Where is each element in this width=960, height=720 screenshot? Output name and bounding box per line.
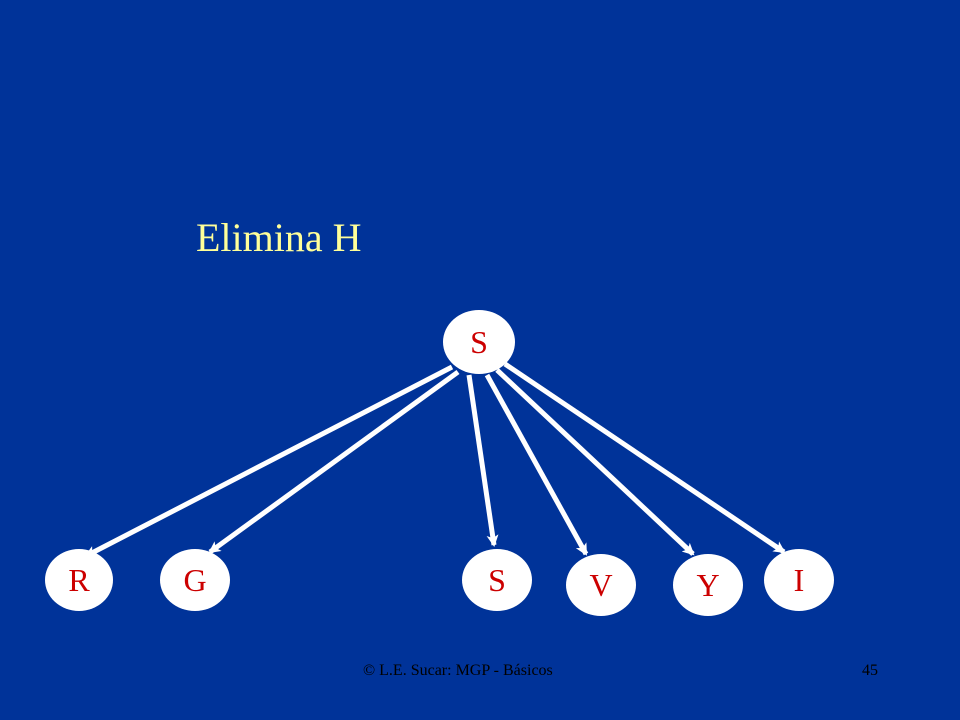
node-top-s-shape (443, 310, 515, 374)
node-g-label: G (183, 562, 206, 598)
node-y-label: Y (696, 567, 719, 603)
slide-title: Elimina H (196, 215, 362, 260)
node-v-label: V (589, 567, 612, 603)
edges (84, 361, 786, 559)
node-s: S (462, 549, 532, 611)
edge-top-s-to-g (208, 369, 460, 555)
node-v: V (566, 554, 636, 616)
edge-top-s-to-i (503, 361, 786, 555)
node-v-shape (566, 554, 636, 616)
node-i: I (764, 549, 834, 611)
node-y: Y (673, 554, 743, 616)
node-top-s: S (443, 310, 515, 374)
node-i-label: I (794, 562, 805, 598)
edge-top-s-to-r (84, 364, 454, 559)
edge-top-s-to-v (484, 373, 589, 556)
node-r-label: R (68, 562, 90, 598)
node-y-shape (673, 554, 743, 616)
node-s-shape (462, 549, 532, 611)
node-s-label: S (488, 562, 506, 598)
footer-copyright: © L.E. Sucar: MGP - Básicos (363, 662, 553, 679)
page-number: 45 (862, 662, 878, 679)
node-r-shape (45, 549, 113, 611)
node-g-shape (160, 549, 230, 611)
node-g: G (160, 549, 230, 611)
edge-top-s-to-s (466, 374, 499, 547)
node-r: R (45, 549, 113, 611)
node-top-s-label: S (470, 324, 488, 360)
edge-top-s-to-y (495, 368, 695, 556)
node-i-shape (764, 549, 834, 611)
